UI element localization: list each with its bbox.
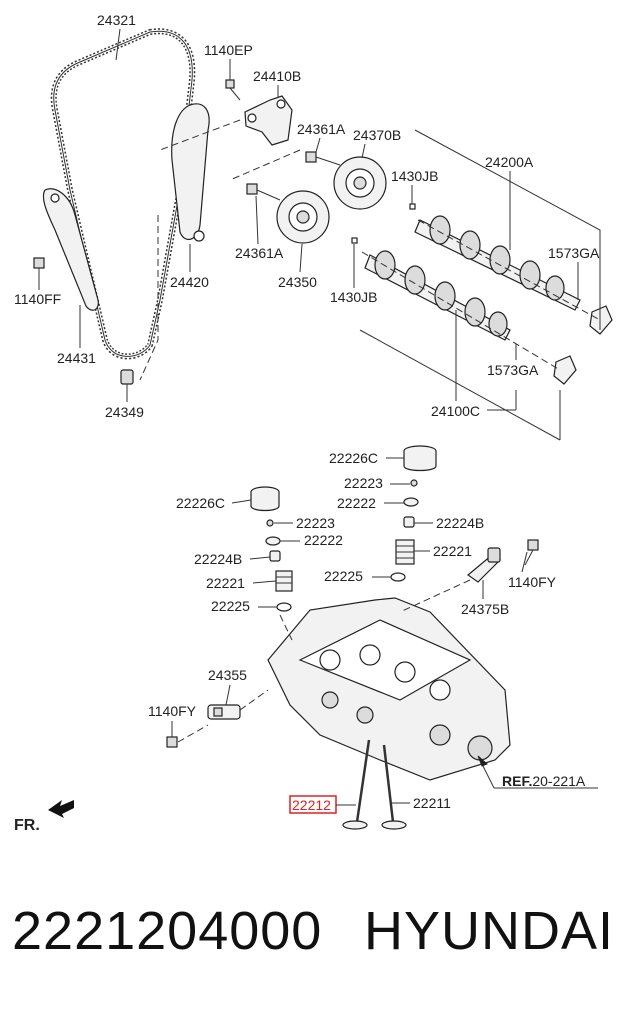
front-arrow-icon xyxy=(48,800,74,818)
label-22211: 22211 xyxy=(413,795,451,811)
label-22223-right: 22223 xyxy=(344,475,383,491)
retainer-22223-right xyxy=(410,479,418,487)
label-22225-left: 22225 xyxy=(211,598,250,614)
label-24361a-top: 24361A xyxy=(297,121,346,137)
label-24350: 24350 xyxy=(278,274,317,290)
label-24420: 24420 xyxy=(170,274,209,290)
washer-22225-left xyxy=(276,602,292,612)
label-22224b-left: 22224B xyxy=(194,551,242,567)
timing-chain xyxy=(50,28,196,360)
sprocket-24350 xyxy=(276,190,330,244)
retainer-22222-right xyxy=(403,497,419,507)
ref-value: 20-221A xyxy=(532,773,586,789)
tappet-22226c-left xyxy=(250,486,280,512)
seal-22224b-right xyxy=(403,516,415,528)
label-ref: REF.20-221A xyxy=(502,773,586,789)
bolt-24361a-top xyxy=(305,151,341,166)
label-24349: 24349 xyxy=(105,404,144,420)
label-1140ep: 1140EP xyxy=(204,42,253,58)
label-22224b-right: 22224B xyxy=(436,515,484,531)
label-24200a: 24200A xyxy=(485,154,534,170)
sensor-24349 xyxy=(120,369,134,385)
label-22212[interactable]: 22212 xyxy=(292,797,331,813)
tensioner-arm xyxy=(42,188,99,311)
bolt-1140fy-right xyxy=(524,539,539,566)
sprocket-24370b xyxy=(333,156,387,210)
sensor-24355 xyxy=(207,704,241,720)
label-24375b: 24375B xyxy=(461,601,509,617)
label-24321: 24321 xyxy=(97,12,136,28)
bolt-1140ep xyxy=(225,79,241,101)
label-22221-left: 22221 xyxy=(206,575,245,591)
label-24410b: 24410B xyxy=(253,68,301,84)
caption-bar: 2221204000 HYUNDAI xyxy=(0,900,628,980)
tensioner xyxy=(244,95,293,146)
pin-1430jb-mid xyxy=(351,237,358,244)
ocv-24375b xyxy=(467,547,501,583)
valve-22211 xyxy=(381,744,407,830)
label-22222-right: 22222 xyxy=(337,495,376,511)
label-22222-left: 22222 xyxy=(304,532,343,548)
engine-exploded-diagram: 24321 1140EP 24410B 24361A 24370B 1430JB… xyxy=(14,12,613,834)
seal-22224b-left xyxy=(269,550,281,562)
bolt-24361a-mid xyxy=(246,183,281,201)
plug-1573ga-bot xyxy=(553,355,577,385)
chain-guide xyxy=(171,103,210,241)
label-22225-right: 22225 xyxy=(324,568,363,584)
ref-prefix: REF. xyxy=(502,773,532,789)
label-24361a-mid: 24361A xyxy=(235,245,284,261)
label-24355: 24355 xyxy=(208,667,247,683)
plug-1573ga-top xyxy=(589,305,613,335)
part-number: 2221204000 xyxy=(12,901,323,961)
label-fr: FR. xyxy=(14,817,40,834)
camshaft-24200a xyxy=(414,215,581,311)
label-22223-left: 22223 xyxy=(296,515,335,531)
label-24370b: 24370B xyxy=(353,127,401,143)
label-1140ff: 1140FF xyxy=(14,291,61,307)
washer-22225-right xyxy=(390,572,406,582)
label-22226c-right: 22226C xyxy=(329,450,378,466)
label-24100c: 24100C xyxy=(431,403,480,419)
label-22226c-left: 22226C xyxy=(176,495,225,511)
label-1430jb-mid: 1430JB xyxy=(330,289,377,305)
retainer-22222-left xyxy=(265,536,281,546)
label-1573ga-bot: 1573GA xyxy=(487,362,539,378)
bolt-1140fy-left xyxy=(166,736,178,748)
label-1140fy-left: 1140FY xyxy=(148,703,197,719)
label-1430jb-top: 1430JB xyxy=(391,168,438,184)
spring-22221-right xyxy=(395,539,415,565)
brand-name: HYUNDAI xyxy=(363,901,614,961)
label-24431: 24431 xyxy=(57,350,96,366)
label-22221-right: 22221 xyxy=(433,543,472,559)
retainer-22223-left xyxy=(266,519,274,527)
cylinder-head xyxy=(267,597,511,781)
spring-22221-left xyxy=(275,570,293,592)
bolt-1140ff xyxy=(33,257,45,276)
tappet-22226c-right xyxy=(403,445,437,472)
label-1140fy-right: 1140FY xyxy=(508,574,557,590)
valve-22212 xyxy=(342,739,371,830)
pin-1430jb-top xyxy=(409,203,416,210)
label-1573ga-top: 1573GA xyxy=(548,245,600,261)
